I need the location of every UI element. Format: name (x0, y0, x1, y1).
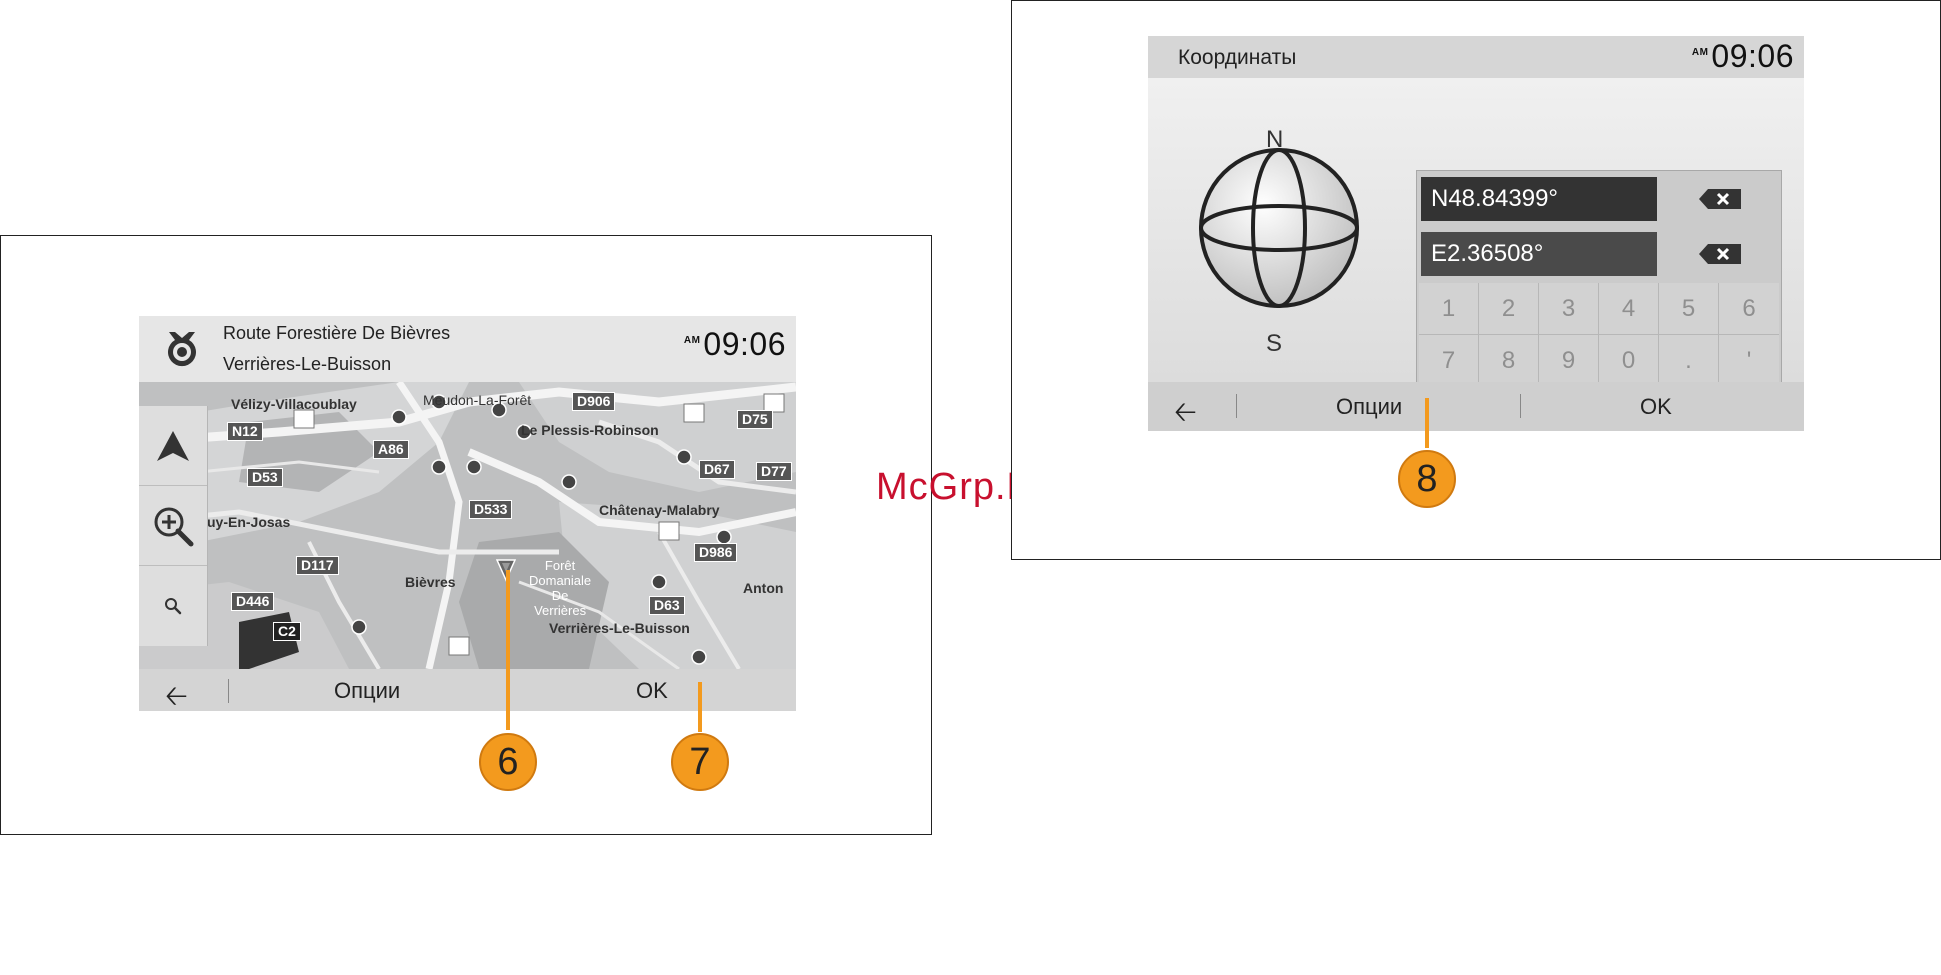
key-0[interactable]: 0 (1599, 335, 1659, 387)
backspace-icon (1699, 189, 1741, 209)
clock: AM09:06 (684, 326, 786, 363)
coordinates-screen: Координаты AM09:06 N S N48.84399° (1148, 36, 1804, 431)
back-arrow-icon[interactable]: 🡠 (165, 680, 188, 711)
compass-south-label: S (1266, 330, 1283, 357)
clear-latitude-button[interactable] (1663, 177, 1777, 221)
road-tag: D446 (231, 592, 275, 611)
place-label: Le Plessis-Robinson (521, 422, 659, 438)
road-tag: D77 (756, 462, 792, 481)
clock-ampm: AM (1691, 47, 1709, 59)
callout-line (506, 570, 510, 730)
compass-north-label: N (1266, 126, 1284, 153)
clear-longitude-button[interactable] (1663, 232, 1777, 276)
callout-7: 7 (671, 733, 729, 791)
coordinates-header: Координаты AM09:06 (1148, 36, 1804, 78)
callout-line (1425, 398, 1429, 448)
clock-time: 09:06 (1711, 38, 1794, 74)
road-tag: D75 (737, 410, 773, 429)
key-apostrophe[interactable]: ' (1719, 335, 1779, 387)
divider (1236, 394, 1237, 418)
map-bottom-bar: 🡠 Опции OK (139, 669, 796, 711)
coordinates-body: N S N48.84399° E2.36508° (1148, 78, 1804, 391)
road-tag: D67 (699, 460, 735, 479)
place-label: Bièvres (405, 574, 456, 590)
road-tag: C2 (273, 622, 301, 641)
clock-time: 09:06 (703, 326, 786, 362)
page-title: Координаты (1178, 46, 1297, 69)
zoom-out-button[interactable] (139, 566, 207, 646)
road-tag: D533 (469, 500, 513, 519)
key-dot[interactable]: . (1659, 335, 1719, 387)
road-tag: D117 (296, 556, 339, 575)
place-label: Vélizy-Villacoublay (231, 396, 357, 412)
backspace-icon (1699, 244, 1741, 264)
options-button[interactable]: Опции (1336, 394, 1403, 419)
longitude-field[interactable]: E2.36508° (1421, 232, 1657, 276)
navigate-button[interactable] (139, 406, 207, 486)
road-tag: N12 (227, 422, 263, 441)
latitude-field[interactable]: N48.84399° (1421, 177, 1657, 221)
key-1[interactable]: 1 (1419, 283, 1479, 335)
clock: AM09:06 (1692, 38, 1794, 75)
callout-8: 8 (1398, 450, 1456, 508)
map-view[interactable]: N12 A86 D53 D906 D75 D67 D77 D533 D986 D… (139, 382, 796, 669)
place-label: Anton (743, 580, 784, 596)
road-tag: D53 (247, 468, 283, 487)
zoom-in-icon (154, 507, 194, 546)
zoom-in-button[interactable] (139, 486, 207, 566)
place-label: Châtenay-Malabry (599, 502, 720, 518)
key-5[interactable]: 5 (1659, 283, 1719, 335)
navigation-target-icon (168, 332, 196, 367)
place-label: uy-En-Josas (207, 514, 291, 530)
map-side-panel (139, 406, 208, 646)
callout-line (698, 682, 702, 732)
forest-label: Forêt Domaniale De Verrières (529, 558, 592, 618)
key-3[interactable]: 3 (1539, 283, 1599, 335)
coordinates-bottom-bar: 🡠 Опции OK (1148, 382, 1804, 431)
road-tag: D63 (649, 596, 685, 615)
map-screen: Route Forestière De Bièvres Verrières-Le… (139, 316, 796, 711)
options-button[interactable]: Опции (334, 678, 401, 703)
key-8[interactable]: 8 (1479, 335, 1539, 387)
search-small-icon (165, 598, 182, 615)
road-tag: D986 (694, 543, 738, 562)
key-4[interactable]: 4 (1599, 283, 1659, 335)
divider (228, 679, 229, 703)
divider (1520, 394, 1521, 418)
navigate-arrow-icon (157, 430, 189, 461)
key-7[interactable]: 7 (1419, 335, 1479, 387)
globe-icon (1199, 148, 1359, 308)
place-label: Verrières-Le-Buisson (549, 620, 690, 636)
map-header: Route Forestière De Bièvres Verrières-Le… (139, 316, 796, 382)
ok-button[interactable]: OK (1640, 394, 1672, 419)
address-city: Verrières-Le-Buisson (223, 354, 392, 374)
clock-ampm: AM (683, 335, 701, 347)
place-label: Meudon-La-Forêt (423, 392, 532, 408)
key-6[interactable]: 6 (1719, 283, 1779, 335)
ok-button[interactable]: OK (636, 678, 668, 703)
key-9[interactable]: 9 (1539, 335, 1599, 387)
address-street: Route Forestière De Bièvres (223, 323, 451, 343)
callout-6: 6 (479, 733, 537, 791)
key-2[interactable]: 2 (1479, 283, 1539, 335)
road-tag: A86 (373, 440, 409, 459)
back-arrow-icon[interactable]: 🡠 (1174, 396, 1197, 427)
coordinate-keypad: N48.84399° E2.36508° 1 2 3 4 5 6 7 8 (1416, 170, 1782, 391)
road-tag: D906 (572, 392, 616, 411)
